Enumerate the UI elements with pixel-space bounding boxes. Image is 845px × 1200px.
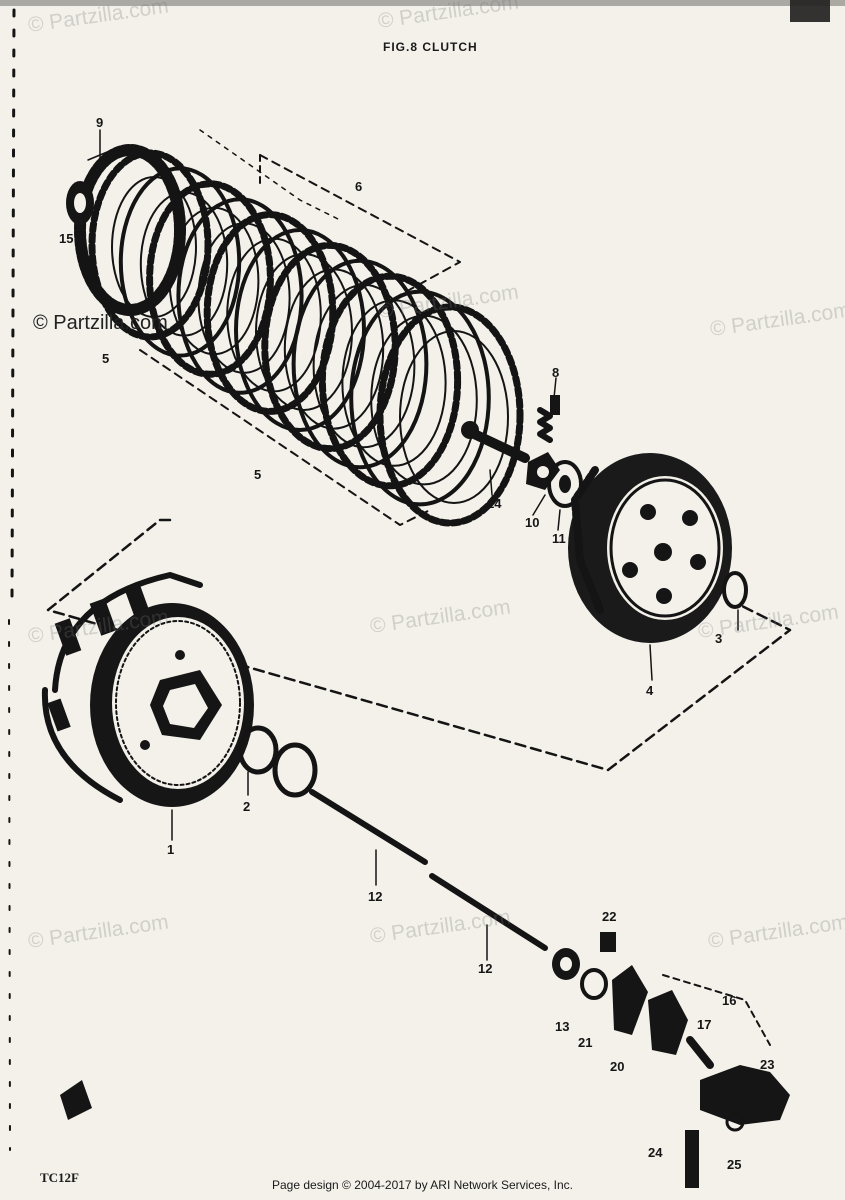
callout-2[interactable]: 2 — [243, 799, 251, 814]
watermark-main: © Partzilla.com — [33, 312, 168, 334]
callout-23[interactable]: 23 — [760, 1057, 775, 1072]
callout-20[interactable]: 20 — [610, 1059, 625, 1074]
housing-group-bracket — [46, 518, 792, 772]
callout-4[interactable]: 4 — [646, 683, 654, 698]
callout-15[interactable]: 15 — [59, 231, 74, 246]
page-footer: Page design © 2004-2017 by ARI Network S… — [271, 1178, 573, 1192]
callout-5a[interactable]: 5 — [102, 351, 110, 366]
callout-17[interactable]: 17 — [697, 1017, 712, 1032]
callout-1[interactable]: 1 — [167, 842, 175, 857]
callout-14[interactable]: 14 — [487, 496, 502, 511]
clutch-plate — [349, 289, 491, 507]
clutch-plate-inner-edge — [399, 330, 509, 504]
push-rods — [309, 789, 548, 951]
callout-8[interactable]: 8 — [552, 365, 560, 380]
diagram-title: FIG.8 CLUTCH — [383, 40, 478, 54]
clutch-plate — [291, 258, 429, 470]
center-hardware — [461, 395, 583, 508]
callout-25[interactable]: 25 — [727, 1157, 742, 1172]
callout-5b[interactable]: 5 — [254, 467, 262, 482]
figure-reference-code: TC12F — [40, 1170, 79, 1185]
pressure-plate-part — [568, 453, 732, 643]
clutch-plates-stack — [74, 144, 524, 527]
clutch-plate — [318, 272, 462, 490]
callout-11[interactable]: 11 — [552, 531, 566, 546]
clutch-plate — [203, 211, 337, 415]
callout-10[interactable]: 10 — [525, 515, 540, 530]
release-mechanism — [60, 932, 790, 1188]
callout-24[interactable]: 24 — [648, 1145, 663, 1160]
spring-disc — [74, 144, 186, 316]
clutch-housing-part — [41, 572, 254, 807]
circlip-part — [722, 571, 748, 609]
callout-6[interactable]: 6 — [355, 179, 363, 194]
callout-16[interactable]: 16 — [722, 993, 737, 1008]
clutch-plate — [234, 228, 366, 432]
callout-21[interactable]: 21 — [578, 1035, 593, 1050]
bearing-part — [66, 181, 94, 225]
callout-3[interactable]: 3 — [715, 631, 723, 646]
leader-lines — [87, 129, 739, 961]
callout-12a[interactable]: 12 — [368, 889, 383, 904]
clutch-plate — [146, 180, 274, 378]
callout-12b[interactable]: 12 — [478, 961, 493, 976]
callout-13[interactable]: 13 — [555, 1019, 570, 1034]
callout-9[interactable]: 9 — [96, 115, 104, 130]
clutch-plate — [376, 303, 524, 527]
spacer-rings — [237, 725, 318, 798]
fig-marker — [60, 1080, 92, 1120]
clutch-plate — [176, 197, 304, 395]
scan-edge-noise — [0, 0, 845, 1151]
callout-22[interactable]: 22 — [602, 909, 617, 924]
